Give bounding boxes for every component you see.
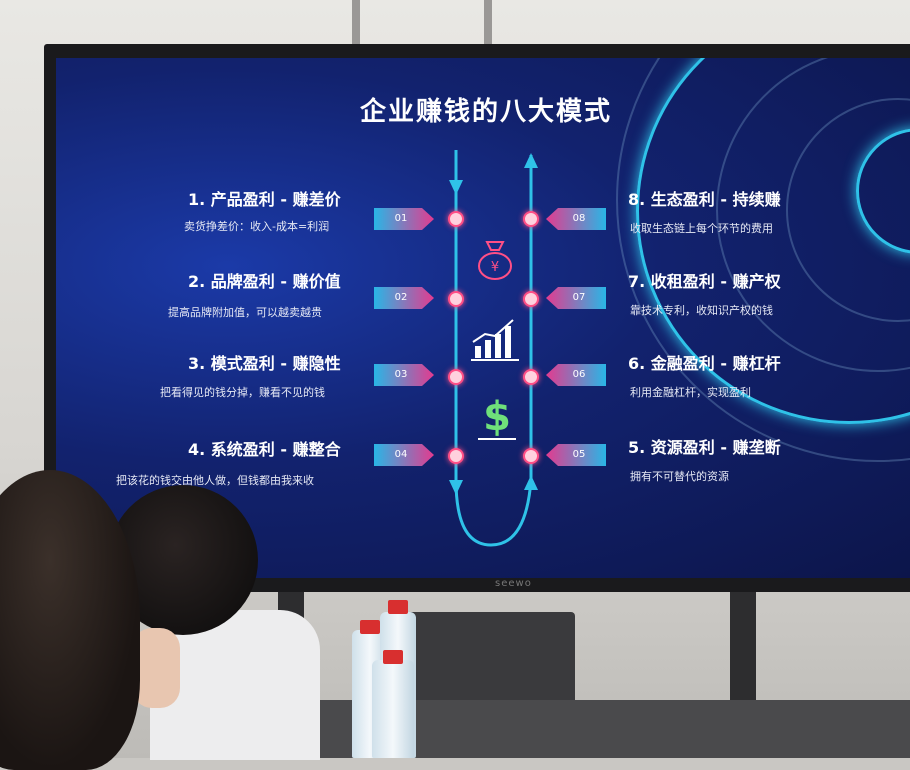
svg-text:¥: ¥ bbox=[491, 260, 499, 275]
bar-chart-icon bbox=[471, 319, 519, 361]
tag-02: 02 bbox=[374, 287, 434, 309]
tag-07: 07 bbox=[546, 287, 606, 309]
tag-04: 04 bbox=[374, 444, 434, 466]
bottle-cap bbox=[360, 620, 380, 634]
money-bag-icon: ¥ bbox=[478, 241, 512, 280]
tag-05: 05 bbox=[546, 444, 606, 466]
dollar-icon: $ bbox=[478, 394, 516, 440]
flow-dot bbox=[523, 211, 539, 227]
item-title-7: 7. 收租盈利 - 赚产权 bbox=[628, 272, 781, 291]
flow-dot bbox=[448, 291, 464, 307]
ceiling-pole bbox=[352, 0, 360, 48]
item-desc-7: 靠技术专利，收知识产权的钱 bbox=[630, 304, 773, 317]
item-desc-8: 收取生态链上每个环节的费用 bbox=[630, 222, 773, 235]
tag-08: 08 bbox=[546, 208, 606, 230]
ceiling-pole bbox=[484, 0, 492, 48]
person-hand bbox=[132, 628, 180, 708]
flow-dot bbox=[448, 448, 464, 464]
item-title-4: 4. 系统盈利 - 赚整合 bbox=[188, 440, 341, 459]
bottle-cap bbox=[383, 650, 403, 664]
item-desc-3: 把看得见的钱分掉，赚看不见的钱 bbox=[160, 386, 325, 399]
item-title-5: 5. 资源盈利 - 赚垄断 bbox=[628, 438, 781, 457]
item-title-2: 2. 品牌盈利 - 赚价值 bbox=[188, 272, 341, 291]
tag-03: 03 bbox=[374, 364, 434, 386]
item-title-3: 3. 模式盈利 - 赚隐性 bbox=[188, 354, 341, 373]
laptop bbox=[405, 612, 575, 708]
flow-dot bbox=[448, 369, 464, 385]
flow-dot bbox=[523, 369, 539, 385]
bottle-cap bbox=[388, 600, 408, 614]
item-desc-2: 提高品牌附加值，可以越卖越贵 bbox=[168, 306, 322, 319]
flow-diagram bbox=[449, 150, 538, 547]
item-title-1: 1. 产品盈利 - 赚差价 bbox=[188, 190, 341, 209]
item-title-8: 8. 生态盈利 - 持续赚 bbox=[628, 190, 781, 209]
svg-text:$: $ bbox=[483, 394, 511, 440]
item-title-6: 6. 金融盈利 - 赚杠杆 bbox=[628, 354, 781, 373]
tag-01: 01 bbox=[374, 208, 434, 230]
slide-title: 企业赚钱的八大模式 bbox=[359, 97, 612, 127]
tag-06: 06 bbox=[546, 364, 606, 386]
item-desc-6: 利用金融杠杆，实现盈利 bbox=[630, 386, 751, 399]
item-desc-5: 拥有不可替代的资源 bbox=[630, 470, 729, 483]
flow-dot bbox=[448, 211, 464, 227]
tv-brand-label: seewo bbox=[495, 578, 532, 589]
water-bottle bbox=[372, 660, 414, 758]
flow-dot bbox=[523, 291, 539, 307]
item-desc-4: 把该花的钱交由他人做，但钱都由我来收 bbox=[116, 474, 314, 487]
item-desc-1: 卖货挣差价：收入-成本=利润 bbox=[184, 220, 330, 233]
desk bbox=[250, 700, 910, 758]
person-head-foreground bbox=[0, 470, 140, 770]
flow-dot bbox=[523, 448, 539, 464]
